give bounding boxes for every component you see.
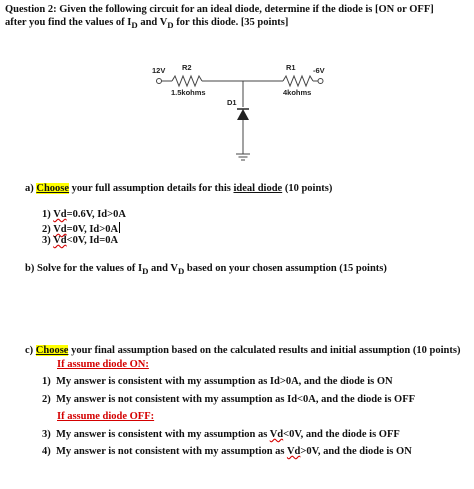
part-c-label: c) [25,345,34,356]
label-r2: R2 [182,63,192,72]
final-item-2: 2) My answer is not consistent with my a… [42,394,415,405]
final-item-4-text-post: >0V, and the diode is ON [300,446,412,457]
final-item-2-num: 2) [42,394,51,405]
final-item-3-num: 3) [42,429,51,440]
option-2-num: 2) [42,224,51,235]
q2-sub-id: D [131,20,138,31]
option-1-vd: Vd [53,209,67,220]
final-item-4-num: 4) [42,446,51,457]
part-b-sub-vd: D [177,266,185,277]
final-item-3-vd: Vd [269,429,284,440]
part-b-text-pre: Solve for the values of I [36,263,143,274]
label-r1-value: 4kohms [283,88,311,97]
label-r2-value: 1.5kohms [171,88,206,97]
label-d1: D1 [227,98,237,107]
part-b-prompt: b) Solve for the values of ID and VD bas… [25,263,387,276]
left-terminal [156,78,162,84]
part-a-choose: Choose [36,183,70,194]
right-terminal [317,78,324,84]
part-b-sub-id: D [142,266,149,277]
final-item-1: 1) My answer is consistent with my assum… [42,376,393,387]
option-2: 2) Vd=0V, Id>0A [42,222,121,235]
q2-text-post: for this diode. [35 points] [173,17,289,28]
q2-text-mid: and V [137,17,168,28]
option-2-text: =0V, Id>0A [66,224,119,235]
part-a-text-pre: your full assumption details for this [69,183,234,194]
final-item-4-vd: Vd [286,446,301,457]
diode-triangle [237,109,249,120]
part-c-choose: Choose [35,345,69,356]
part-a-prompt: a) Choose your full assumption details f… [25,183,332,194]
option-1: 1) Vd=0.6V, Id>0A [42,209,126,220]
resistor-r2 [171,74,203,88]
option-3-num: 3) [42,235,51,246]
final-item-4-text-pre: My answer is not consistent with my assu… [56,446,287,457]
part-c-text: your final assumption based on the calcu… [68,345,461,356]
part-c-prompt: c) Choose your final assumption based on… [25,345,460,356]
label-r1: R1 [286,63,296,72]
option-3-vd: Vd [53,235,67,246]
final-item-1-num: 1) [42,376,51,387]
text-cursor [119,222,121,233]
part-b-text-mid: and V [148,263,178,274]
resistor-r1 [282,74,314,88]
option-3-text: <0V, Id=0A [66,235,119,246]
part-a-text-post: (10 points) [282,183,333,194]
final-item-3-text-pre: My answer is consistent with my assumpti… [56,429,270,440]
option-1-text: =0.6V, Id>0A [66,209,126,220]
question-line-1: Question 2: Given the following circuit … [5,4,434,15]
final-item-1-text: My answer is consistent with my assumpti… [56,376,393,387]
option-1-num: 1) [42,209,51,220]
option-3: 3) Vd<0V, Id=0A [42,235,118,246]
part-a-ideal-diode: ideal diode [233,183,283,194]
final-item-2-text: My answer is not consistent with my assu… [56,394,416,405]
part-b-label: b) [25,263,35,274]
circuit-diagram: 12V R2 1.5kohms R1 4kohms -6V D1 [152,63,325,161]
if-assume-off-heading: If assume diode OFF: [57,411,155,422]
question-line-2: after you find the values of ID and VD f… [5,16,288,32]
q2-sub-vd: D [167,20,174,31]
part-a-label: a) [25,183,34,194]
if-assume-on-heading: If assume diode ON: [57,359,149,370]
final-item-3: 3) My answer is consistent with my assum… [42,429,400,440]
q2-text-pre: after you find the values of I [5,17,132,28]
final-item-3-text-post: <0V, and the diode is OFF [283,429,400,440]
part-b-text-post: based on your chosen assumption (15 poin… [184,263,387,274]
final-item-4: 4) My answer is not consistent with my a… [42,446,412,457]
label-neg6v: -6V [313,66,325,75]
label-12v: 12V [152,66,165,75]
option-2-vd: Vd [53,224,67,235]
